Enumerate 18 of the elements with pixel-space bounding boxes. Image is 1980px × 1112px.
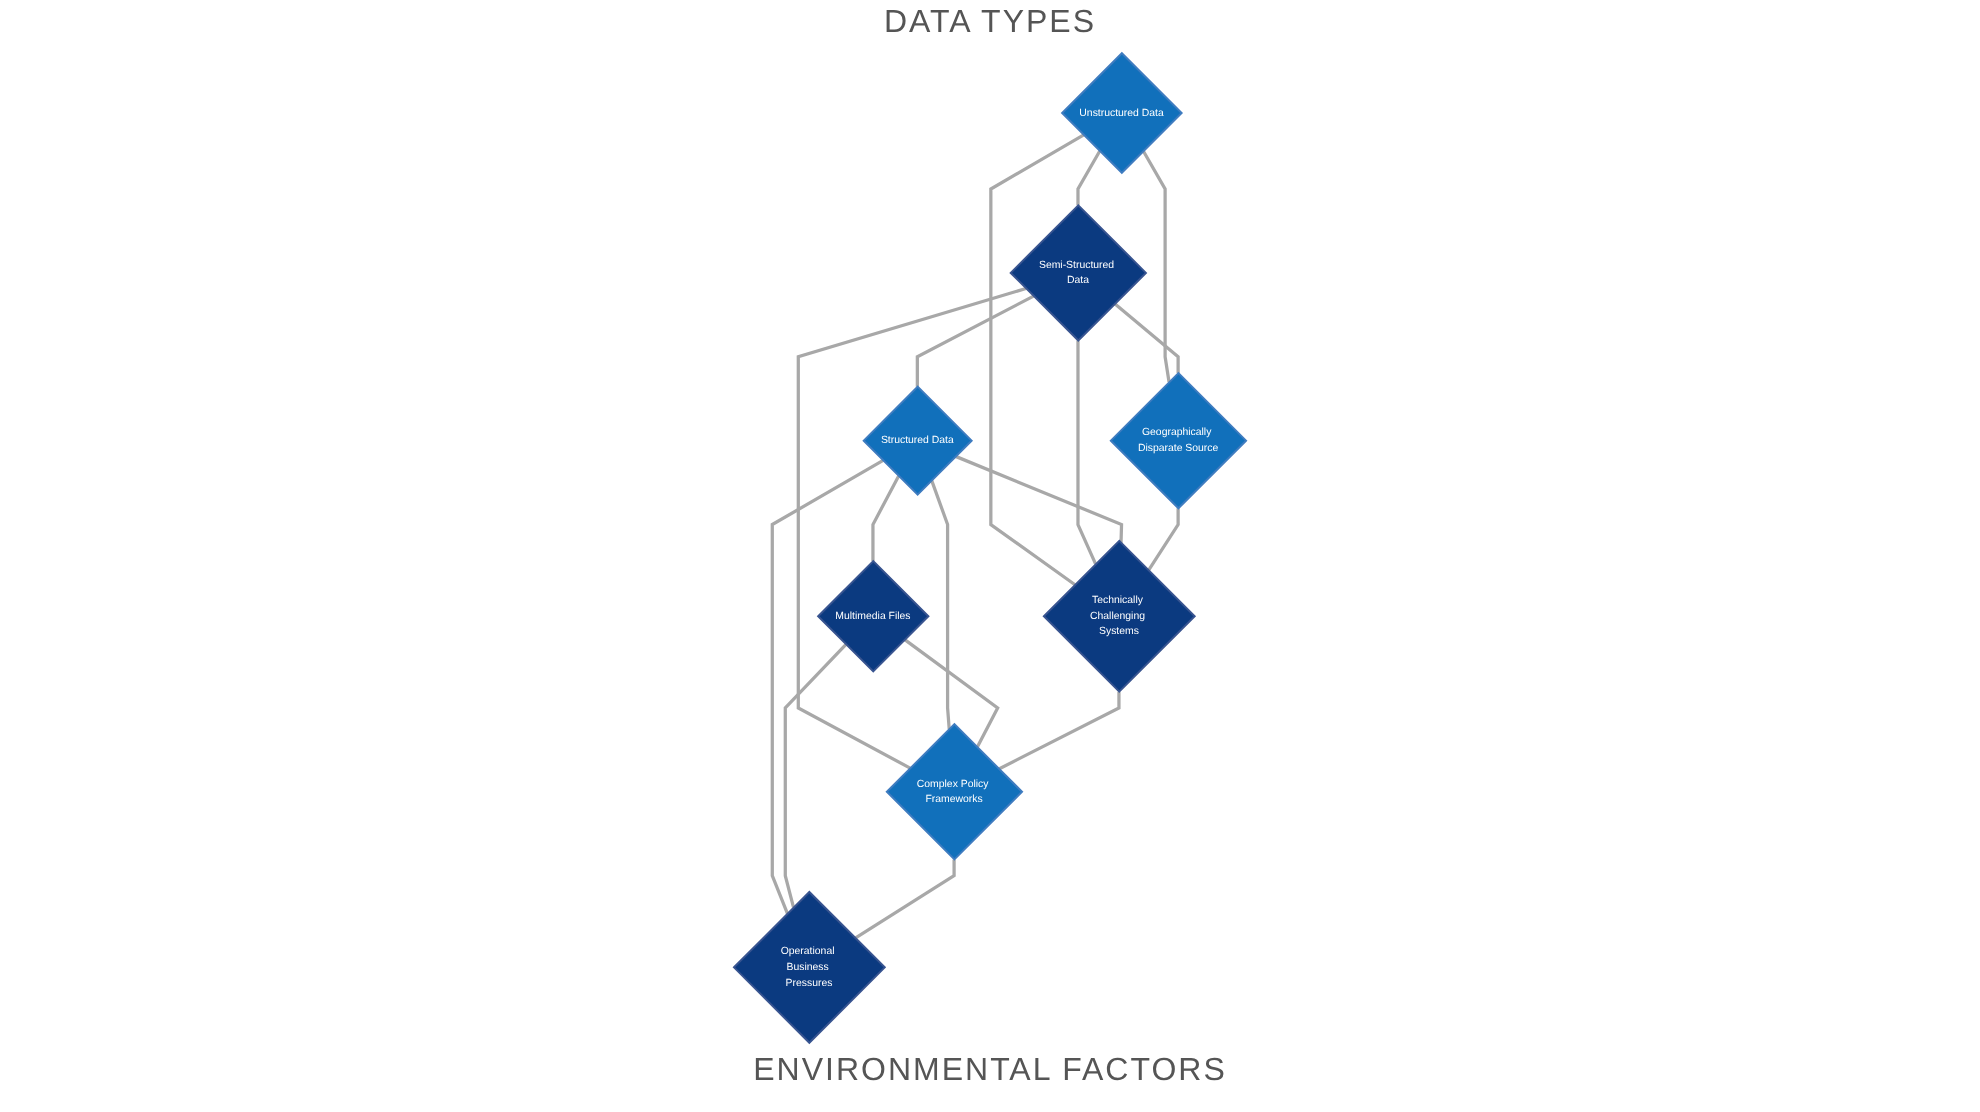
connector (1113, 302, 1180, 374)
connector (1147, 508, 1180, 572)
connector (915, 294, 1035, 387)
connector (871, 475, 901, 562)
connector (1141, 150, 1171, 383)
connector (854, 859, 956, 940)
row-label: DATA TYPES (883, 4, 1097, 44)
connector (998, 691, 1121, 771)
connector (989, 133, 1085, 587)
connector (930, 479, 951, 730)
connector (955, 454, 1124, 543)
connector (903, 638, 1000, 749)
row-label: ENVIRONMENTAL FACTORS (753, 1052, 1227, 1092)
connector (1076, 340, 1098, 565)
connector (796, 286, 1027, 770)
connector (783, 643, 848, 908)
connector (1076, 150, 1102, 206)
connector (770, 459, 884, 915)
